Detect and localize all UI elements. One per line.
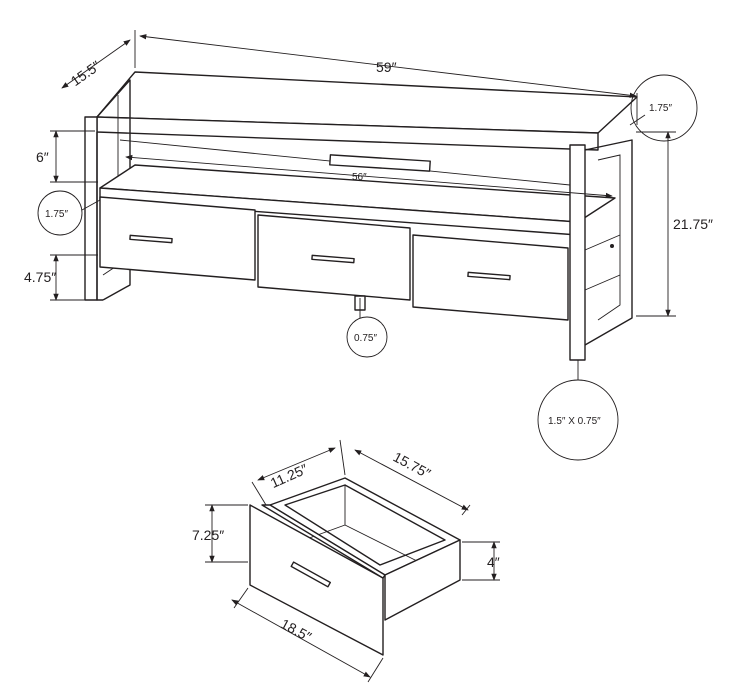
- leg-profile-label: 1.5″ X 0.75″: [548, 416, 601, 427]
- width-label: 59″: [376, 59, 397, 75]
- inner-width-label: 56″: [352, 172, 367, 183]
- drawer-front-height-label: 7.25″: [192, 527, 224, 543]
- tv-stand-drawing: [84, 71, 638, 361]
- top-thickness-label: 1.75″: [649, 103, 672, 114]
- drawer-interior-length-label: 15.75″: [391, 449, 434, 482]
- drawer-front-width-label: 18.5″: [278, 615, 314, 644]
- height-label: 21.75″: [673, 216, 713, 232]
- drawer-height-label: 4.75″: [24, 269, 56, 285]
- shelf-gap-label: 6″: [36, 149, 49, 165]
- shelf-thickness-label: 1.75″: [45, 209, 68, 220]
- clearance-label: 0.75″: [354, 333, 377, 344]
- drawer-box-height-label: 4″: [487, 554, 500, 570]
- drawer-depth-label: 11.25″: [268, 461, 310, 491]
